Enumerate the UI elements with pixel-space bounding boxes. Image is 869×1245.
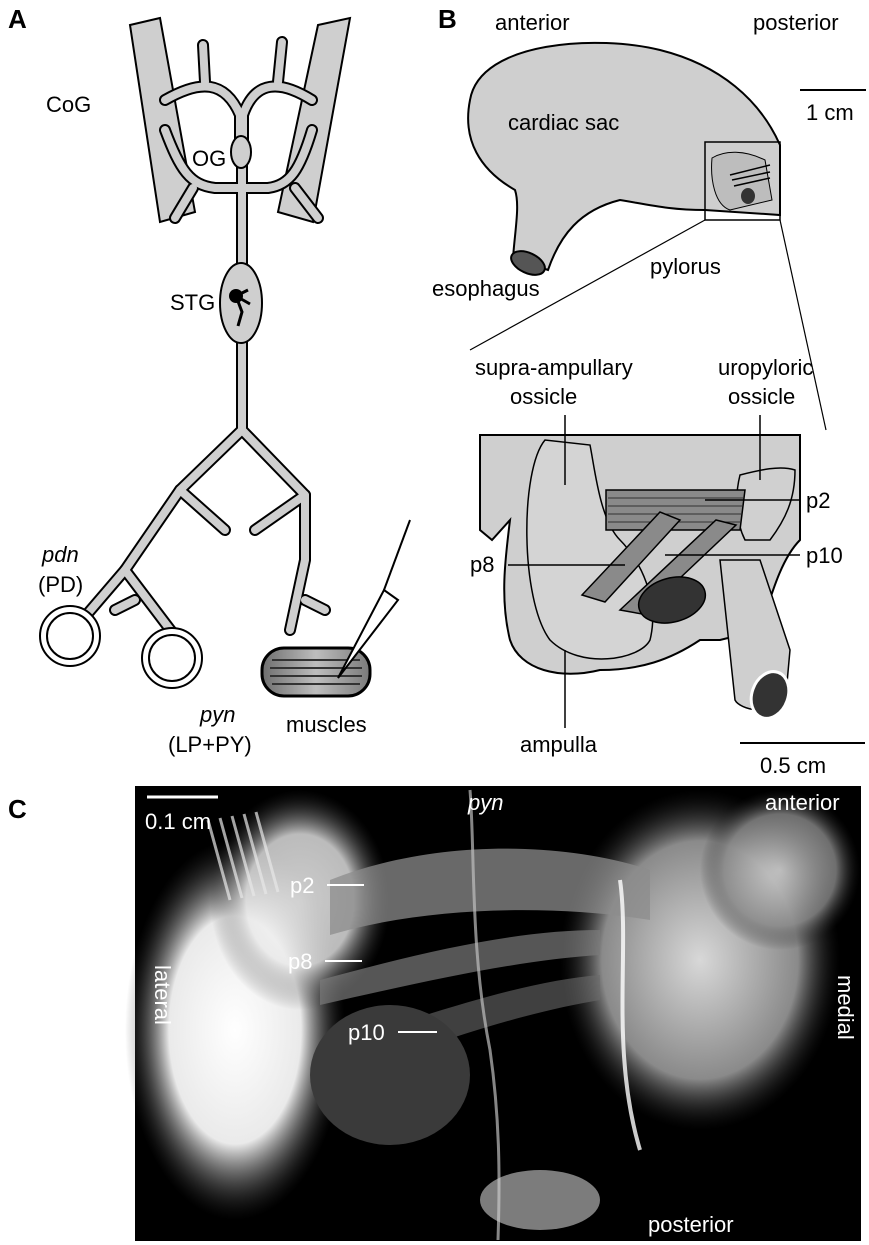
label-supra-2: ossicle bbox=[510, 384, 577, 409]
cog-right bbox=[278, 18, 350, 222]
label-pyn: pyn bbox=[199, 702, 235, 727]
label-photo-pyn: pyn bbox=[467, 790, 503, 815]
label-anterior: anterior bbox=[495, 10, 570, 35]
label-photo-lateral: lateral bbox=[150, 965, 175, 1025]
label-uro-2: ossicle bbox=[728, 384, 795, 409]
electrode-wire bbox=[384, 520, 410, 590]
label-photo-anterior: anterior bbox=[765, 790, 840, 815]
panel-b: B anterior posterior 1 cm cardiac sac es… bbox=[432, 4, 866, 778]
panel-a-letter: A bbox=[8, 4, 27, 34]
label-cardiac-sac: cardiac sac bbox=[508, 110, 619, 135]
label-pylorus: pylorus bbox=[650, 254, 721, 279]
label-pd: (PD) bbox=[38, 572, 83, 597]
nerve-tree bbox=[65, 42, 325, 640]
panel-c: C 0.1 cm pyn anterior posterior lateral … bbox=[8, 786, 861, 1241]
pyn-electrode-inner bbox=[149, 635, 195, 681]
label-photo-p2: p2 bbox=[290, 873, 314, 898]
label-lp-py: (LP+PY) bbox=[168, 732, 252, 757]
label-p2: p2 bbox=[806, 488, 830, 513]
label-supra-1: supra-ampullary bbox=[475, 355, 633, 380]
label-photo-scale: 0.1 cm bbox=[145, 809, 211, 834]
label-photo-posterior: posterior bbox=[648, 1212, 734, 1237]
pylorus-mini bbox=[712, 152, 772, 210]
label-p8: p8 bbox=[470, 552, 494, 577]
label-uro-1: uropyloric bbox=[718, 355, 813, 380]
og-ganglion bbox=[231, 136, 251, 168]
label-scale-1cm: 1 cm bbox=[806, 100, 854, 125]
label-posterior: posterior bbox=[753, 10, 839, 35]
panel-a: A bbox=[8, 4, 410, 757]
label-p10: p10 bbox=[806, 543, 843, 568]
label-cog: CoG bbox=[46, 92, 91, 117]
label-muscles: muscles bbox=[286, 712, 367, 737]
panel-b-letter: B bbox=[438, 4, 457, 34]
label-og: OG bbox=[192, 146, 226, 171]
stg-ganglion bbox=[220, 263, 262, 343]
label-ampulla: ampulla bbox=[520, 732, 598, 757]
label-photo-medial: medial bbox=[833, 975, 858, 1040]
label-stg: STG bbox=[170, 290, 215, 315]
label-scale-05cm: 0.5 cm bbox=[760, 753, 826, 778]
label-photo-p8: p8 bbox=[288, 949, 312, 974]
panel-c-letter: C bbox=[8, 794, 27, 824]
pdn-electrode-inner bbox=[47, 613, 93, 659]
label-esophagus: esophagus bbox=[432, 276, 540, 301]
label-pdn: pdn bbox=[41, 542, 79, 567]
label-photo-p10: p10 bbox=[348, 1020, 385, 1045]
